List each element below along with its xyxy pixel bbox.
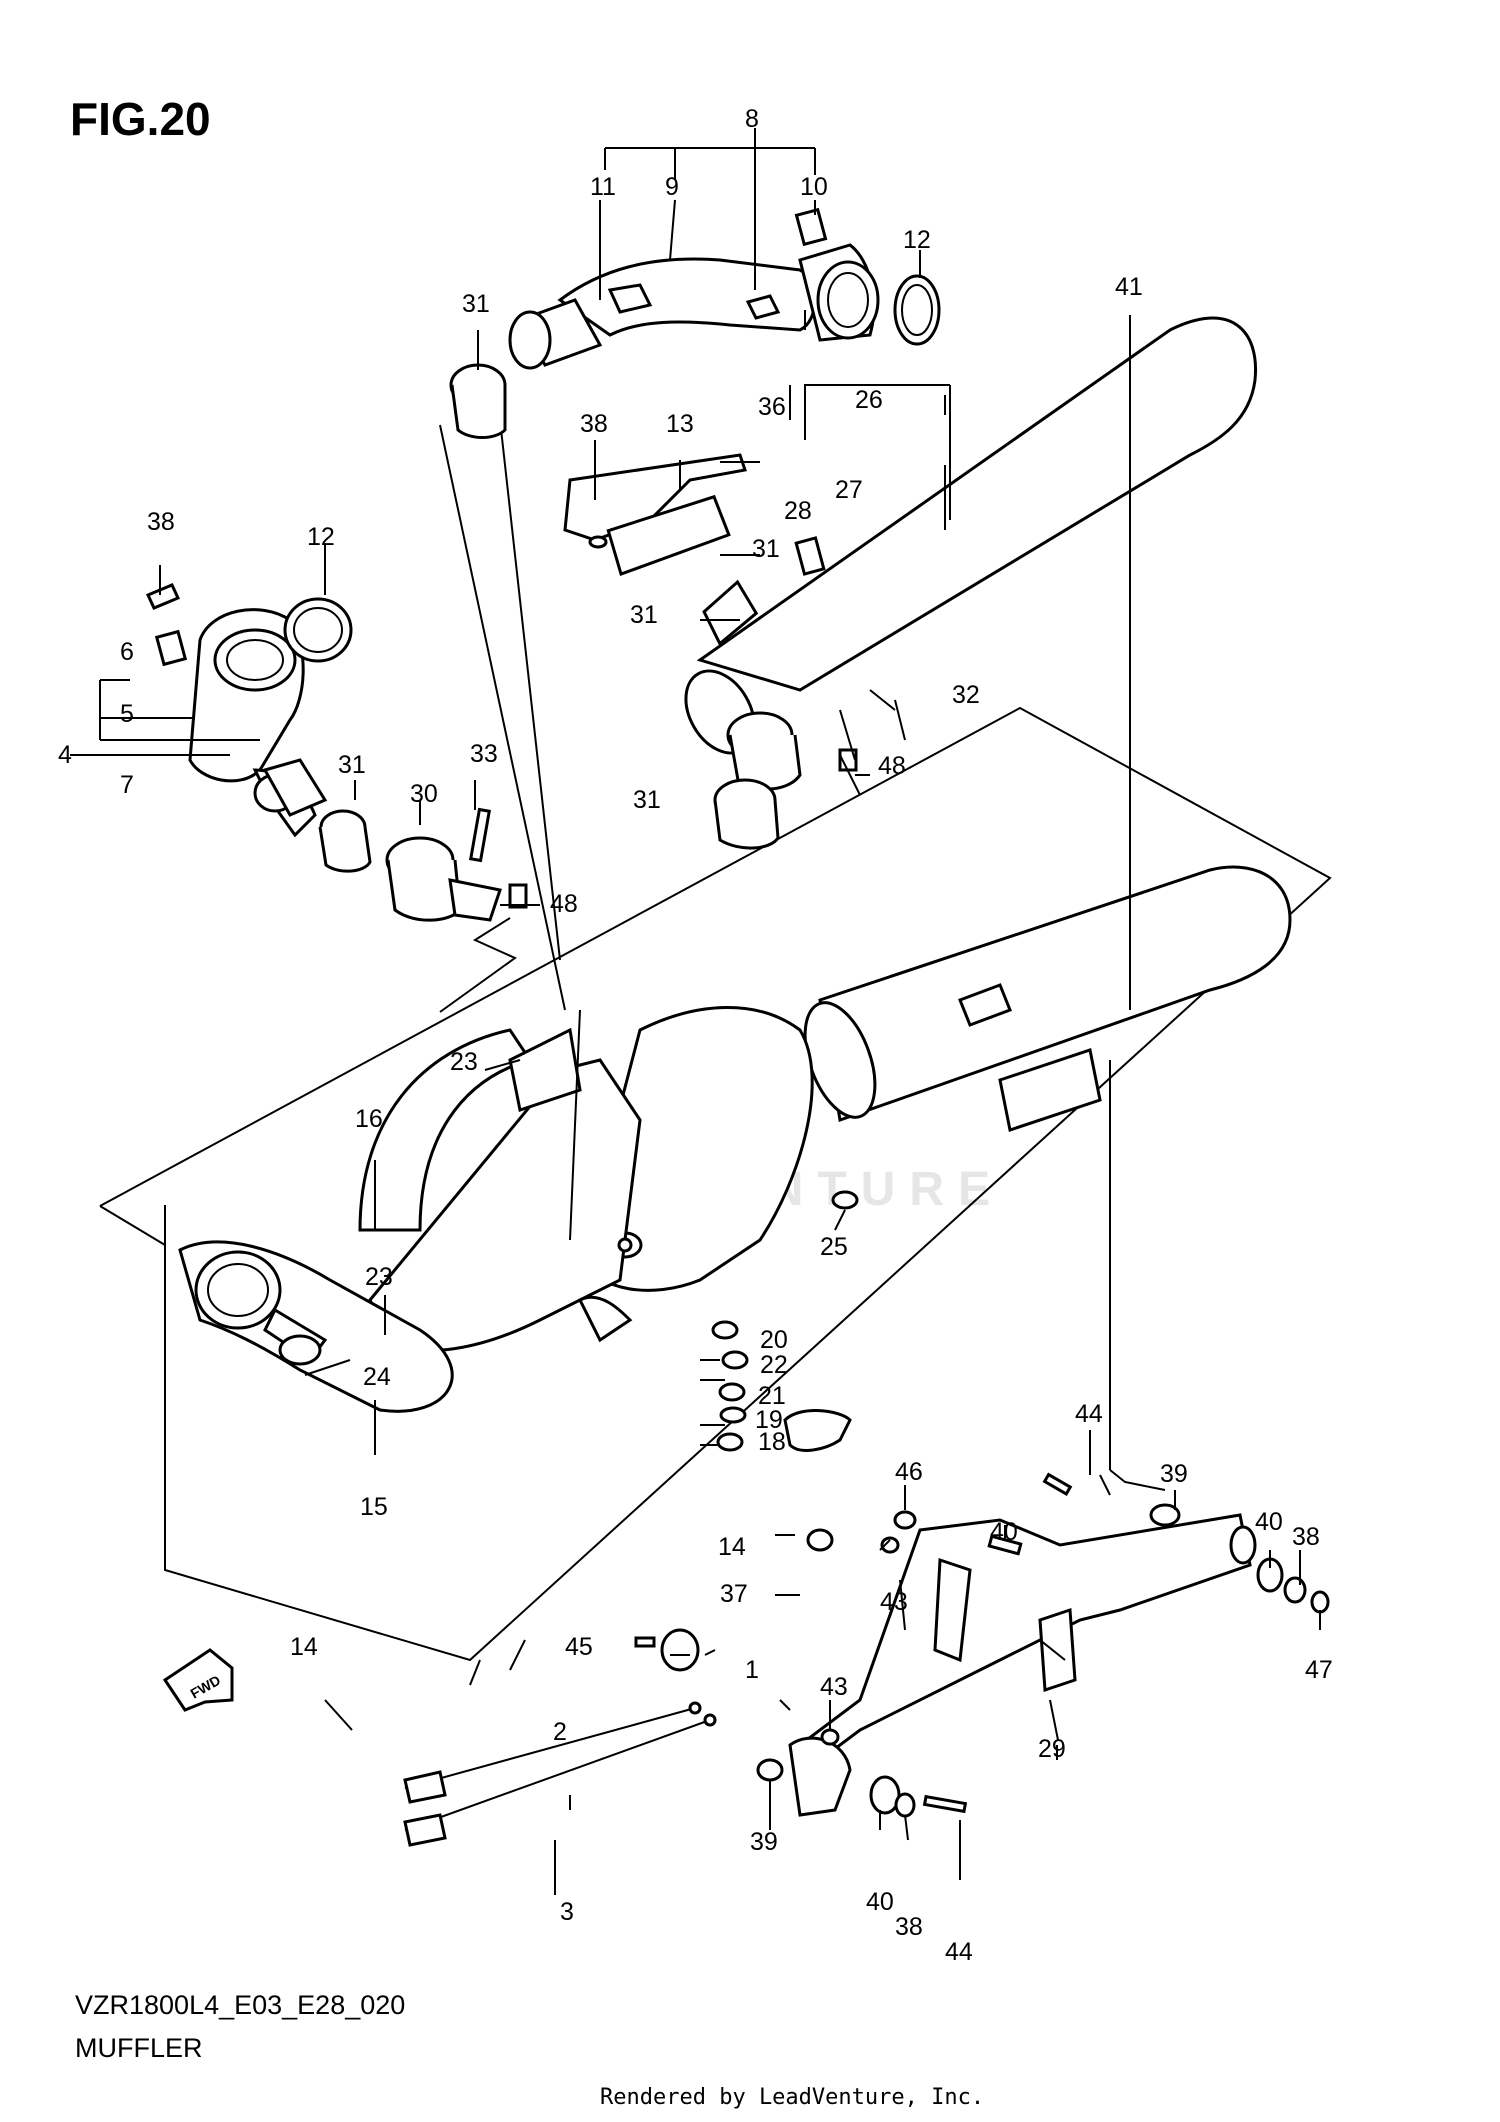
fwd-arrow-icon: FWD [162, 1648, 234, 1712]
callout-16: 15 [360, 1493, 388, 1521]
callout-20: 20 [760, 1326, 788, 1354]
callout-7: 7 [120, 771, 134, 799]
figure-name: MUFFLER [75, 2033, 203, 2063]
callout-8: 8 [745, 105, 759, 133]
callout-11: 11 [590, 173, 616, 201]
callout-43-bottom: 43 [820, 1673, 848, 1701]
callout-23-top: 23 [450, 1048, 478, 1076]
callout-19: 19 [755, 1406, 783, 1434]
callout-34-right: 32 [952, 681, 980, 709]
callout-26: 26 [855, 386, 883, 414]
callout-2: 2 [553, 1718, 567, 1746]
callout-42: 41 [1115, 273, 1143, 301]
callout-39-right: 39 [1160, 1460, 1188, 1488]
hardware-stack [711, 1190, 859, 1452]
callout-17: 16 [355, 1105, 383, 1133]
callout-25: 25 [820, 1233, 848, 1261]
upper-muffler [563, 316, 1258, 850]
callout-23-bottom: 23 [365, 1263, 393, 1291]
leader-lines [70, 128, 1321, 1895]
callout-34-left: 33 [470, 740, 498, 768]
control-cables [403, 1701, 717, 1847]
callout-21: 21 [758, 1382, 786, 1410]
callout-40-bottom: 40 [866, 1888, 894, 1916]
assembly-frame [99, 419, 1332, 1662]
callout-44-top: 44 [1075, 1400, 1103, 1428]
callout-6: 6 [120, 638, 134, 666]
callout-27-a: 27 [835, 476, 863, 504]
callout-35-top: 36 [758, 393, 786, 421]
rendered-by-footer: Rendered by LeadVenture, Inc. [600, 2085, 985, 2110]
callout-44-bottom: 44 [945, 1938, 973, 1966]
callout-15: 14 [290, 1633, 318, 1661]
callout-32: 31 [752, 535, 780, 563]
callout-13: 13 [666, 410, 694, 438]
callout-12-left: 12 [307, 523, 335, 551]
model-code: VZR1800L4_E03_E28_020 [75, 1990, 406, 2020]
callout-48-right: 48 [878, 752, 906, 780]
callout-37: 38 [580, 410, 608, 438]
callout-9: 9 [665, 173, 679, 201]
callout-10: 10 [800, 173, 828, 201]
callout-38-bottom: 38 [895, 1913, 923, 1941]
callout-43-mid: 43 [880, 1588, 908, 1616]
callout-41: 40 [990, 1518, 1018, 1546]
callout-31-mid: 31 [633, 786, 661, 814]
front-exhaust-pipe [449, 207, 941, 439]
callout-30: 30 [410, 780, 438, 808]
callout-47: 47 [1305, 1656, 1333, 1684]
callout-36: 38 [147, 508, 175, 536]
callout-labels: 8 11 9 10 12 41 31 36 26 38 13 27 28 38 … [58, 105, 1333, 1966]
callout-31-left: 31 [338, 751, 366, 779]
callout-22: 22 [760, 1351, 788, 1379]
main-muffler [178, 865, 1292, 1413]
figure-title: FIG.20 [70, 93, 211, 145]
callout-18: 18 [758, 1428, 786, 1456]
callout-28: 28 [784, 497, 812, 525]
callout-38-right: 38 [1292, 1523, 1320, 1551]
callout-40-right: 40 [1255, 1508, 1283, 1536]
callout-24: 24 [363, 1363, 391, 1391]
left-front-pipe [145, 583, 528, 922]
callout-5: 5 [120, 700, 134, 728]
callout-46: 46 [895, 1458, 923, 1486]
callout-35-bottom: 37 [720, 1580, 748, 1608]
callout-45: 45 [565, 1633, 593, 1661]
callout-4: 4 [58, 741, 72, 769]
callout-33: 31 [630, 601, 658, 629]
callout-39-bottom: 39 [750, 1828, 778, 1856]
muffler-bracket [634, 1409, 1330, 1818]
callout-29: 29 [1038, 1735, 1066, 1763]
callout-14: 14 [718, 1533, 746, 1561]
callout-3: 3 [560, 1898, 574, 1926]
callout-48-left: 48 [550, 890, 578, 918]
callout-12-top: 12 [903, 226, 931, 254]
callout-31-top: 31 [462, 290, 490, 318]
callout-1: 1 [745, 1656, 759, 1684]
